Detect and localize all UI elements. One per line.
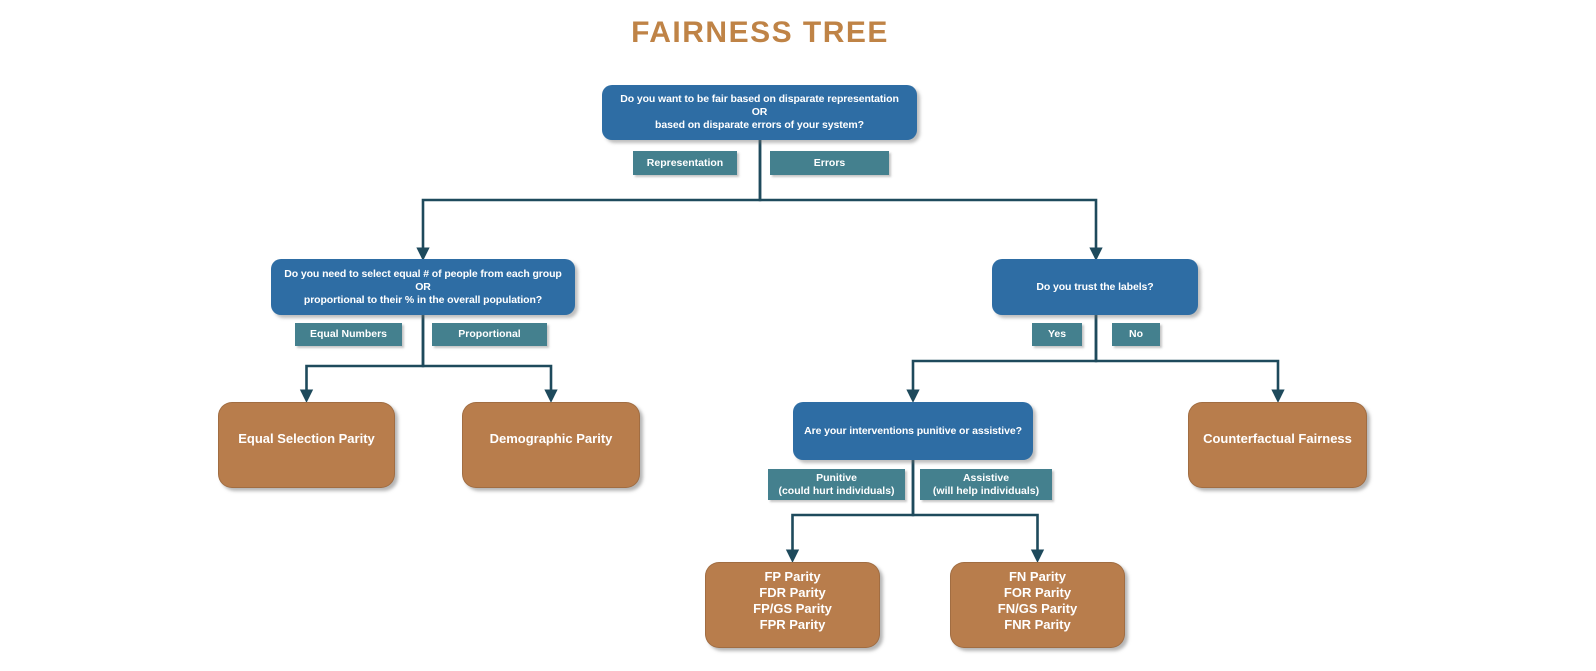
edge-trust-to-counterfactual (1094, 315, 1285, 403)
diagram-title: FAIRNESS TREE (631, 16, 889, 49)
branch-label-no: No (1112, 323, 1160, 346)
leaf-line: FN/GS Parity (997, 600, 1078, 616)
question-trust-labels: Do you trust the labels? (992, 259, 1198, 315)
leaf-line: FP Parity (764, 568, 821, 584)
edge-interventions-to-fn-leaf (911, 460, 1045, 563)
leaf-counterfactual-fairness: Counterfactual Fairness (1188, 402, 1367, 488)
edge-selection-to-demographic-parity (421, 315, 558, 403)
branch-label-proportional: Proportional (432, 323, 547, 346)
question-line: Do you trust the labels? (1036, 280, 1154, 293)
leaf-equal-selection-parity: Equal Selection Parity (218, 402, 395, 488)
question-line: OR (415, 280, 431, 293)
question-line: OR (751, 106, 768, 118)
branch-label-assistive: Assistive (will help individuals) (920, 469, 1052, 500)
leaf-demographic-parity: Demographic Parity (462, 402, 640, 488)
question-line: Do you need to select equal # of people … (284, 267, 562, 280)
leaf-line: FNR Parity (1004, 616, 1071, 632)
branch-label-punitive: Punitive (could hurt individuals) (768, 469, 905, 500)
branch-label-equal-numbers: Equal Numbers (295, 323, 402, 346)
question-line: proportional to their % in the overall p… (303, 293, 543, 306)
leaf-fp-parity-group: FP Parity FDR Parity FP/GS Parity FPR Pa… (705, 562, 880, 648)
question-selection-method: Do you need to select equal # of people … (271, 259, 575, 315)
branch-label-errors: Errors (770, 151, 889, 175)
branch-label-representation: Representation (633, 151, 737, 175)
question-line: Do you want to be fair based on disparat… (620, 93, 899, 105)
question-line: Are your interventions punitive or assis… (804, 424, 1022, 437)
question-interventions: Are your interventions punitive or assis… (793, 402, 1033, 460)
branch-label-yes: Yes (1032, 323, 1082, 346)
question-line: based on disparate errors of your system… (655, 119, 864, 131)
leaf-fn-parity-group: FN Parity FOR Parity FN/GS Parity FNR Pa… (950, 562, 1125, 648)
leaf-line: FN Parity (1008, 568, 1067, 584)
leaf-line: FP/GS Parity (753, 600, 832, 616)
leaf-line: FOR Parity (1003, 584, 1072, 600)
leaf-line: FDR Parity (759, 584, 826, 600)
question-root: Do you want to be fair based on disparat… (602, 85, 917, 140)
leaf-line: FPR Parity (759, 616, 826, 632)
edge-root-to-errors (758, 140, 1103, 261)
